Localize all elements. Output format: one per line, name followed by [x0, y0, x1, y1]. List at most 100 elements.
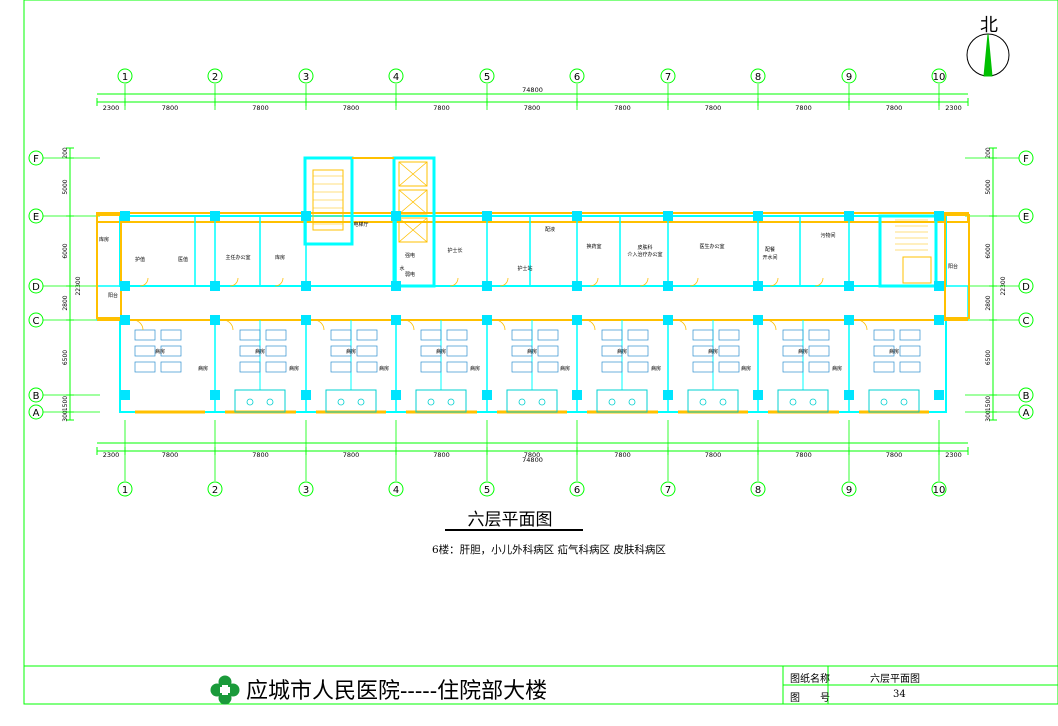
bed	[627, 361, 649, 373]
structural-column	[210, 211, 220, 221]
axis-label-row: B	[33, 391, 40, 402]
structural-column	[391, 281, 401, 291]
bed	[330, 361, 352, 373]
room-label: 强电	[405, 252, 415, 259]
structural-column	[934, 211, 944, 221]
dim-side-label: 6500	[62, 350, 69, 365]
structural-column	[482, 315, 492, 325]
elevator-cross	[398, 217, 428, 243]
toilet-fixture	[719, 398, 727, 406]
dim-total-label: 74800	[522, 86, 543, 94]
dim-span-label: 7800	[343, 451, 360, 459]
axis-label-row: A	[1023, 408, 1030, 419]
bed	[239, 345, 261, 357]
toilet-fixture	[447, 398, 455, 406]
dim-side-label: 200	[985, 147, 992, 159]
structural-column	[663, 211, 673, 221]
bed	[899, 361, 921, 373]
axis-label-col: 6	[574, 72, 580, 83]
bed	[420, 329, 442, 341]
axis-bubble-col	[117, 481, 133, 497]
west-balcony	[96, 214, 122, 319]
toilet-fixture	[628, 398, 636, 406]
drawing-name-value: 六层平面图	[870, 674, 920, 685]
structural-column	[934, 281, 944, 291]
axis-label-row: C	[1023, 316, 1030, 327]
dim-side-label: 200	[62, 147, 69, 159]
dim-span-label: 7800	[343, 104, 360, 112]
structural-column	[663, 315, 673, 325]
structural-column	[391, 315, 401, 325]
ward-bathroom	[234, 389, 286, 413]
room-label: 医生办公室	[699, 243, 724, 250]
axis-bubble-col	[298, 481, 314, 497]
structural-column	[482, 211, 492, 221]
axis-bubble-col	[388, 68, 404, 84]
axis-bubble-col	[298, 68, 314, 84]
axis-label-row: A	[33, 408, 40, 419]
ward-label: 病房	[741, 365, 751, 372]
axis-bubble-row	[28, 150, 44, 166]
axis-label-col: 8	[755, 72, 761, 83]
dim-span-label: 7800	[162, 451, 179, 459]
door-swing	[589, 277, 599, 287]
structural-column	[301, 281, 311, 291]
axis-bubble-row	[1018, 208, 1034, 224]
room-label: 阳台	[108, 292, 118, 299]
ward-bathroom	[687, 389, 739, 413]
room-label: 污物间	[820, 232, 835, 239]
axis-bubble-row	[28, 404, 44, 420]
dim-side-label: 2800	[985, 295, 992, 310]
structural-column	[120, 281, 130, 291]
bed	[601, 345, 623, 357]
toilet-fixture	[789, 398, 797, 406]
door-swing	[403, 319, 415, 331]
toilet-fixture	[608, 398, 616, 406]
bed	[265, 329, 287, 341]
axis-bubble-col	[207, 68, 223, 84]
south-block-wall	[119, 319, 947, 413]
axis-bubble-row	[28, 312, 44, 328]
axis-bubble-col	[479, 68, 495, 84]
bed	[537, 361, 559, 373]
axis-label-col: 8	[755, 485, 761, 496]
structural-column	[482, 281, 492, 291]
toilet-fixture	[538, 398, 546, 406]
axis-bubble-col	[660, 68, 676, 84]
dim-span-label: 2300	[945, 451, 962, 459]
bed	[718, 361, 740, 373]
dim-span-label: 7800	[795, 104, 812, 112]
axis-bubble-col	[841, 481, 857, 497]
elevator-car	[398, 217, 428, 243]
room-labels: 库房护值医值主任办公室库房电梯厅强电弱电水护士长护士站配液换药室皮肤科介入治疗办…	[99, 221, 958, 372]
bed	[808, 345, 830, 357]
bed	[601, 361, 623, 373]
room-label: 库房	[99, 236, 109, 243]
room-label: 医值	[178, 256, 188, 263]
elevator-cross	[398, 189, 428, 215]
dim-side-label: 6500	[985, 350, 992, 365]
axis-label-row: E	[33, 212, 39, 223]
bed	[356, 361, 378, 373]
structural-column	[391, 390, 401, 400]
toilet-fixture	[246, 398, 254, 406]
axis-label-col: 10	[933, 485, 946, 496]
dim-side-label: 6000	[985, 243, 992, 258]
room-label: 介入治疗办公室	[627, 251, 662, 258]
bed	[265, 345, 287, 357]
east-balcony	[944, 214, 970, 319]
ward-label: 病房	[255, 348, 265, 355]
axis-bubble-col	[660, 481, 676, 497]
dim-side-label: 5000	[62, 179, 69, 194]
structural-column	[301, 390, 311, 400]
north-window-band	[96, 212, 969, 223]
dim-span-label: 7800	[705, 451, 722, 459]
axis-label-col: 5	[484, 72, 490, 83]
dim-span-label: 7800	[252, 451, 269, 459]
axis-label-col: 3	[303, 72, 309, 83]
axis-label-row: D	[32, 282, 40, 293]
toilet-fixture	[518, 398, 526, 406]
axis-label-col: 4	[393, 485, 399, 496]
door-swing	[675, 319, 687, 331]
